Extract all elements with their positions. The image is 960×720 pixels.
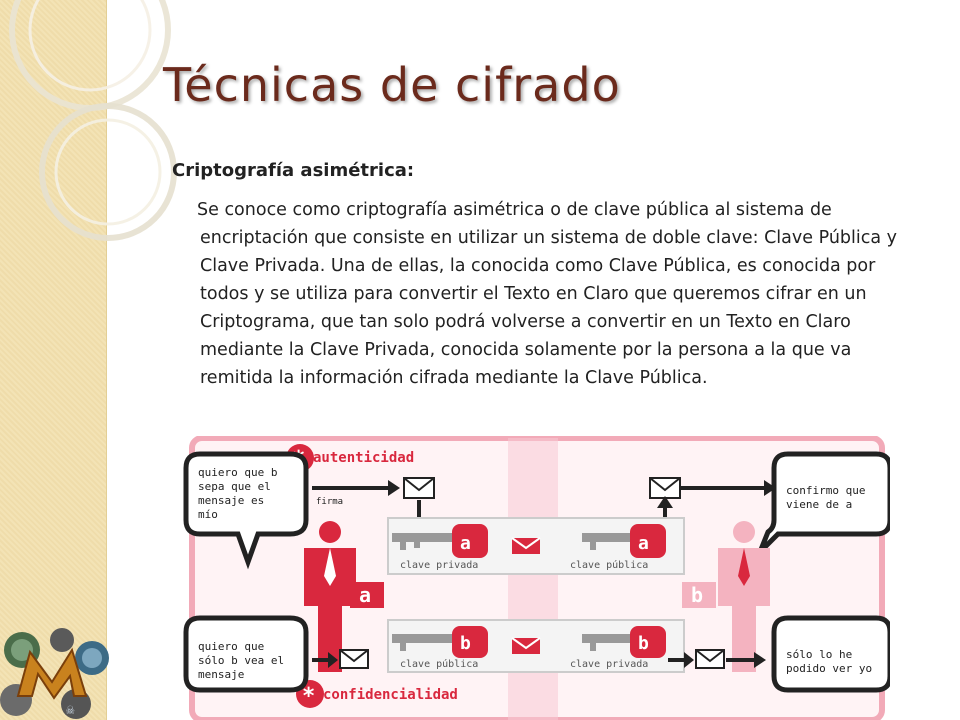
body-paragraph-text: Se conoce como criptografía asimétrica o…	[197, 200, 898, 388]
autenticidad-label: autenticidad	[313, 450, 414, 466]
svg-text:sólo lo he: sólo lo he	[786, 648, 852, 661]
person-a-figure: a	[304, 521, 384, 672]
svg-text:mío: mío	[198, 508, 218, 521]
center-band	[508, 438, 558, 720]
body-paragraph: Se conoce como criptografía asimétrica o…	[197, 196, 900, 392]
svg-text:podido ver yo: podido ver yo	[786, 662, 872, 675]
confidencialidad-header: confidencialidad *	[296, 680, 458, 709]
decorative-circles	[9, 0, 177, 241]
asymmetric-crypto-diagram: autenticidad * confidencialidad * quiero…	[183, 436, 890, 720]
key-label-top-left: clave privada	[400, 560, 478, 571]
svg-text:viene de a: viene de a	[786, 498, 852, 511]
key-label-top-right: clave pública	[570, 559, 648, 571]
svg-text:b: b	[460, 633, 471, 654]
svg-text:*: *	[302, 684, 315, 709]
decorative-sidebar	[0, 0, 107, 720]
section-subtitle: Criptografía asimétrica:	[172, 160, 415, 181]
svg-text:confirmo que: confirmo que	[786, 484, 865, 497]
slide-title: Técnicas de cifrado	[163, 58, 621, 112]
svg-text:firma: firma	[316, 497, 343, 507]
bubble-bottom-left: quiero que sólo b vea el mensaje	[183, 615, 309, 693]
svg-text:quiero que: quiero que	[198, 640, 264, 653]
svg-text:mensaje es: mensaje es	[198, 494, 264, 507]
key-row-bottom: b clave pública b clave privada	[387, 619, 685, 673]
bubble-top-left: quiero que b sepa que el mensaje es mío	[183, 451, 309, 570]
key-row-top: a clave privada a clave pública	[387, 517, 685, 575]
magic-logo-image: ☠	[0, 628, 109, 719]
svg-text:☠: ☠	[66, 702, 75, 718]
person-b-figure: b	[682, 521, 770, 672]
svg-text:a: a	[460, 533, 471, 554]
bubble-top-right: confirmo que viene de a	[757, 451, 890, 554]
svg-text:quiero que b: quiero que b	[198, 466, 277, 479]
top-flow: firma	[312, 477, 776, 530]
confidencialidad-label: confidencialidad	[323, 687, 458, 703]
svg-text:b: b	[691, 583, 703, 607]
bubble-bottom-right: sólo lo he podido ver yo	[771, 615, 890, 693]
svg-text:sólo b vea el: sólo b vea el	[198, 654, 284, 667]
svg-text:a: a	[638, 533, 649, 554]
svg-text:b: b	[638, 633, 649, 654]
svg-text:a: a	[359, 583, 371, 607]
svg-text:mensaje: mensaje	[198, 668, 244, 681]
bottom-flow	[312, 649, 766, 669]
key-label-bottom-right: clave privada	[570, 659, 648, 670]
autenticidad-header: autenticidad *	[286, 444, 448, 472]
key-label-bottom-left: clave pública	[400, 658, 478, 670]
svg-text:sepa que el: sepa que el	[198, 480, 271, 493]
